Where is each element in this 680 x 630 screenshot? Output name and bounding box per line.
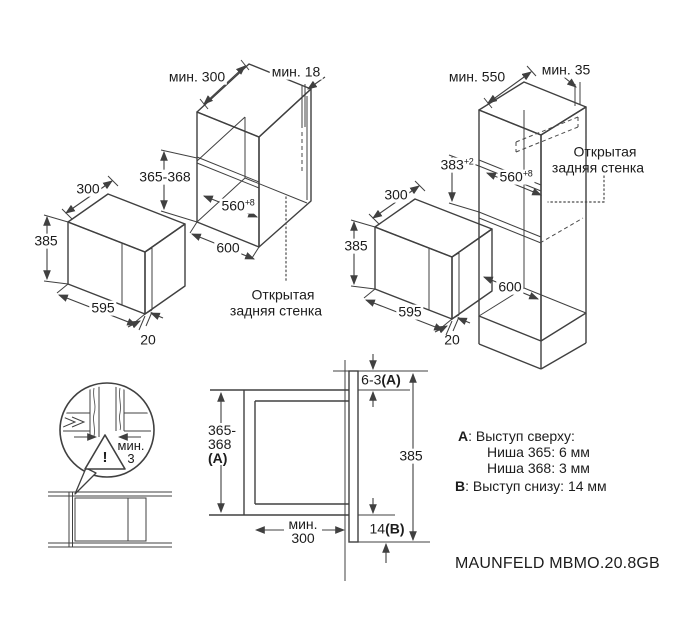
tall-cabinet-min-top-gap-dim: мин. 35 (539, 61, 593, 78)
side-view-drawing (209, 354, 430, 581)
note-a-text: : Выступ сверху: (468, 428, 575, 444)
cabinet-open-back-label-1: Открытая (251, 286, 315, 303)
gap-detail-drawing (48, 382, 172, 548)
side-bottom-gap-ref: (B) (385, 520, 405, 537)
wall-cabinet-drawing (160, 59, 326, 282)
side-min-depth-dim: мин.300 (286, 516, 320, 546)
tall-cabinet-niche-height-value: 383 (440, 156, 464, 173)
mw-left-height-dim: 385 (32, 232, 60, 249)
tall-cabinet-niche-width-tolerance: +8 (522, 168, 533, 179)
tall-cabinet-open-back-label-2: задняя стенка (551, 159, 645, 176)
side-niche-height-line2: 368 (208, 436, 232, 452)
side-bottom-gap-value: 14 (369, 520, 386, 537)
side-min-depth-value: 300 (291, 530, 315, 546)
side-bottom-gap-dim: 14(B) (367, 520, 407, 537)
model-label: MAUNFELD MBMO.20.8GB (455, 555, 660, 572)
tall-cabinet-niche-width-value: 560 (499, 168, 523, 185)
mw-right-frame-dim: 20 (444, 331, 460, 348)
cabinet-niche-width-dim: 560+8 (219, 197, 257, 214)
side-top-gap-dim: 6-3(A) (361, 371, 401, 388)
note-b-key: B (455, 478, 466, 494)
side-niche-height-ref: (A) (208, 450, 228, 466)
mw-left-frame-dim: 20 (140, 331, 156, 348)
note-a-line2: Ниша 368: 3 мм (487, 460, 590, 476)
note-b-text: : Выступ снизу: 14 мм (465, 478, 607, 494)
gap-detail-min-label: мин. (117, 438, 145, 453)
tall-cabinet-niche-width-dim: 560+8 (497, 168, 535, 185)
warning-exclamation-icon: ! (102, 449, 108, 467)
tall-cabinet-min-depth-dim: мин. 550 (446, 68, 508, 85)
tall-cabinet-niche-height-dim: 383+2 (438, 156, 476, 173)
side-min-depth-label: мин. (288, 516, 318, 532)
cabinet-min-depth-dim: мин. 300 (166, 68, 228, 85)
gap-detail-min-dim: мин.3 (118, 439, 145, 465)
side-niche-height-line1: 365- (208, 422, 237, 438)
cabinet-niche-width-value: 560 (221, 197, 245, 214)
mw-left-width-dim: 595 (89, 299, 117, 316)
mw-right-depth-dim: 300 (382, 186, 410, 203)
side-top-gap-value: 6-3 (361, 371, 382, 388)
gap-detail-min-value: 3 (127, 451, 135, 466)
cabinet-outer-width-dim: 600 (214, 239, 242, 256)
side-niche-height-dim: 365-368(A) (206, 422, 239, 466)
note-a-line1: Ниша 365: 6 мм (487, 444, 590, 460)
mw-right-height-dim: 385 (342, 237, 370, 254)
side-front-height-dim: 385 (397, 447, 425, 464)
side-top-gap-ref: (A) (381, 371, 401, 388)
tall-cabinet-open-back-label-1: Открытая (573, 143, 637, 160)
tall-cabinet-drawing (448, 65, 605, 370)
cabinet-niche-width-tolerance: +8 (244, 197, 255, 208)
cabinet-min-back-gap-dim: мин. 18 (269, 63, 323, 80)
note-a-title: A: Выступ сверху: (458, 428, 575, 444)
tall-cabinet-niche-height-tolerance: +2 (463, 156, 474, 167)
mw-right-width-dim: 595 (396, 303, 424, 320)
note-a-key: A (458, 428, 469, 444)
cabinet-niche-height-dim: 365-368 (137, 168, 193, 185)
cabinet-open-back-label-2: задняя стенка (229, 302, 323, 319)
note-b-title: B: Выступ снизу: 14 мм (455, 478, 607, 494)
mw-left-depth-dim: 300 (74, 180, 102, 197)
tall-cabinet-outer-width-dim: 600 (496, 278, 524, 295)
